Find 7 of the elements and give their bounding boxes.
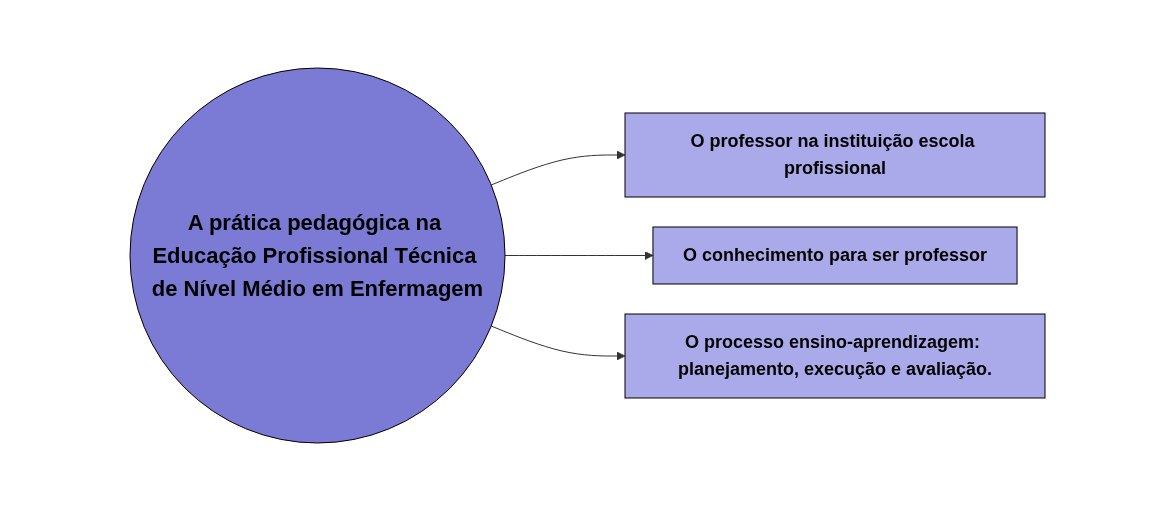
arrow bbox=[490, 150, 626, 186]
arrow bbox=[490, 325, 626, 361]
node-box: O conhecimento para ser professor bbox=[652, 226, 1018, 285]
node-box: O professor na instituição escola profissional bbox=[624, 112, 1046, 198]
node-box: O processo ensino-aprendizagem: planejamento, execução e avaliação. bbox=[624, 313, 1046, 399]
node-circle: A prática pedagógica na Educação Profissional Técnica de Nível Médio em Enfermagem bbox=[129, 67, 506, 444]
arrow bbox=[504, 251, 654, 260]
